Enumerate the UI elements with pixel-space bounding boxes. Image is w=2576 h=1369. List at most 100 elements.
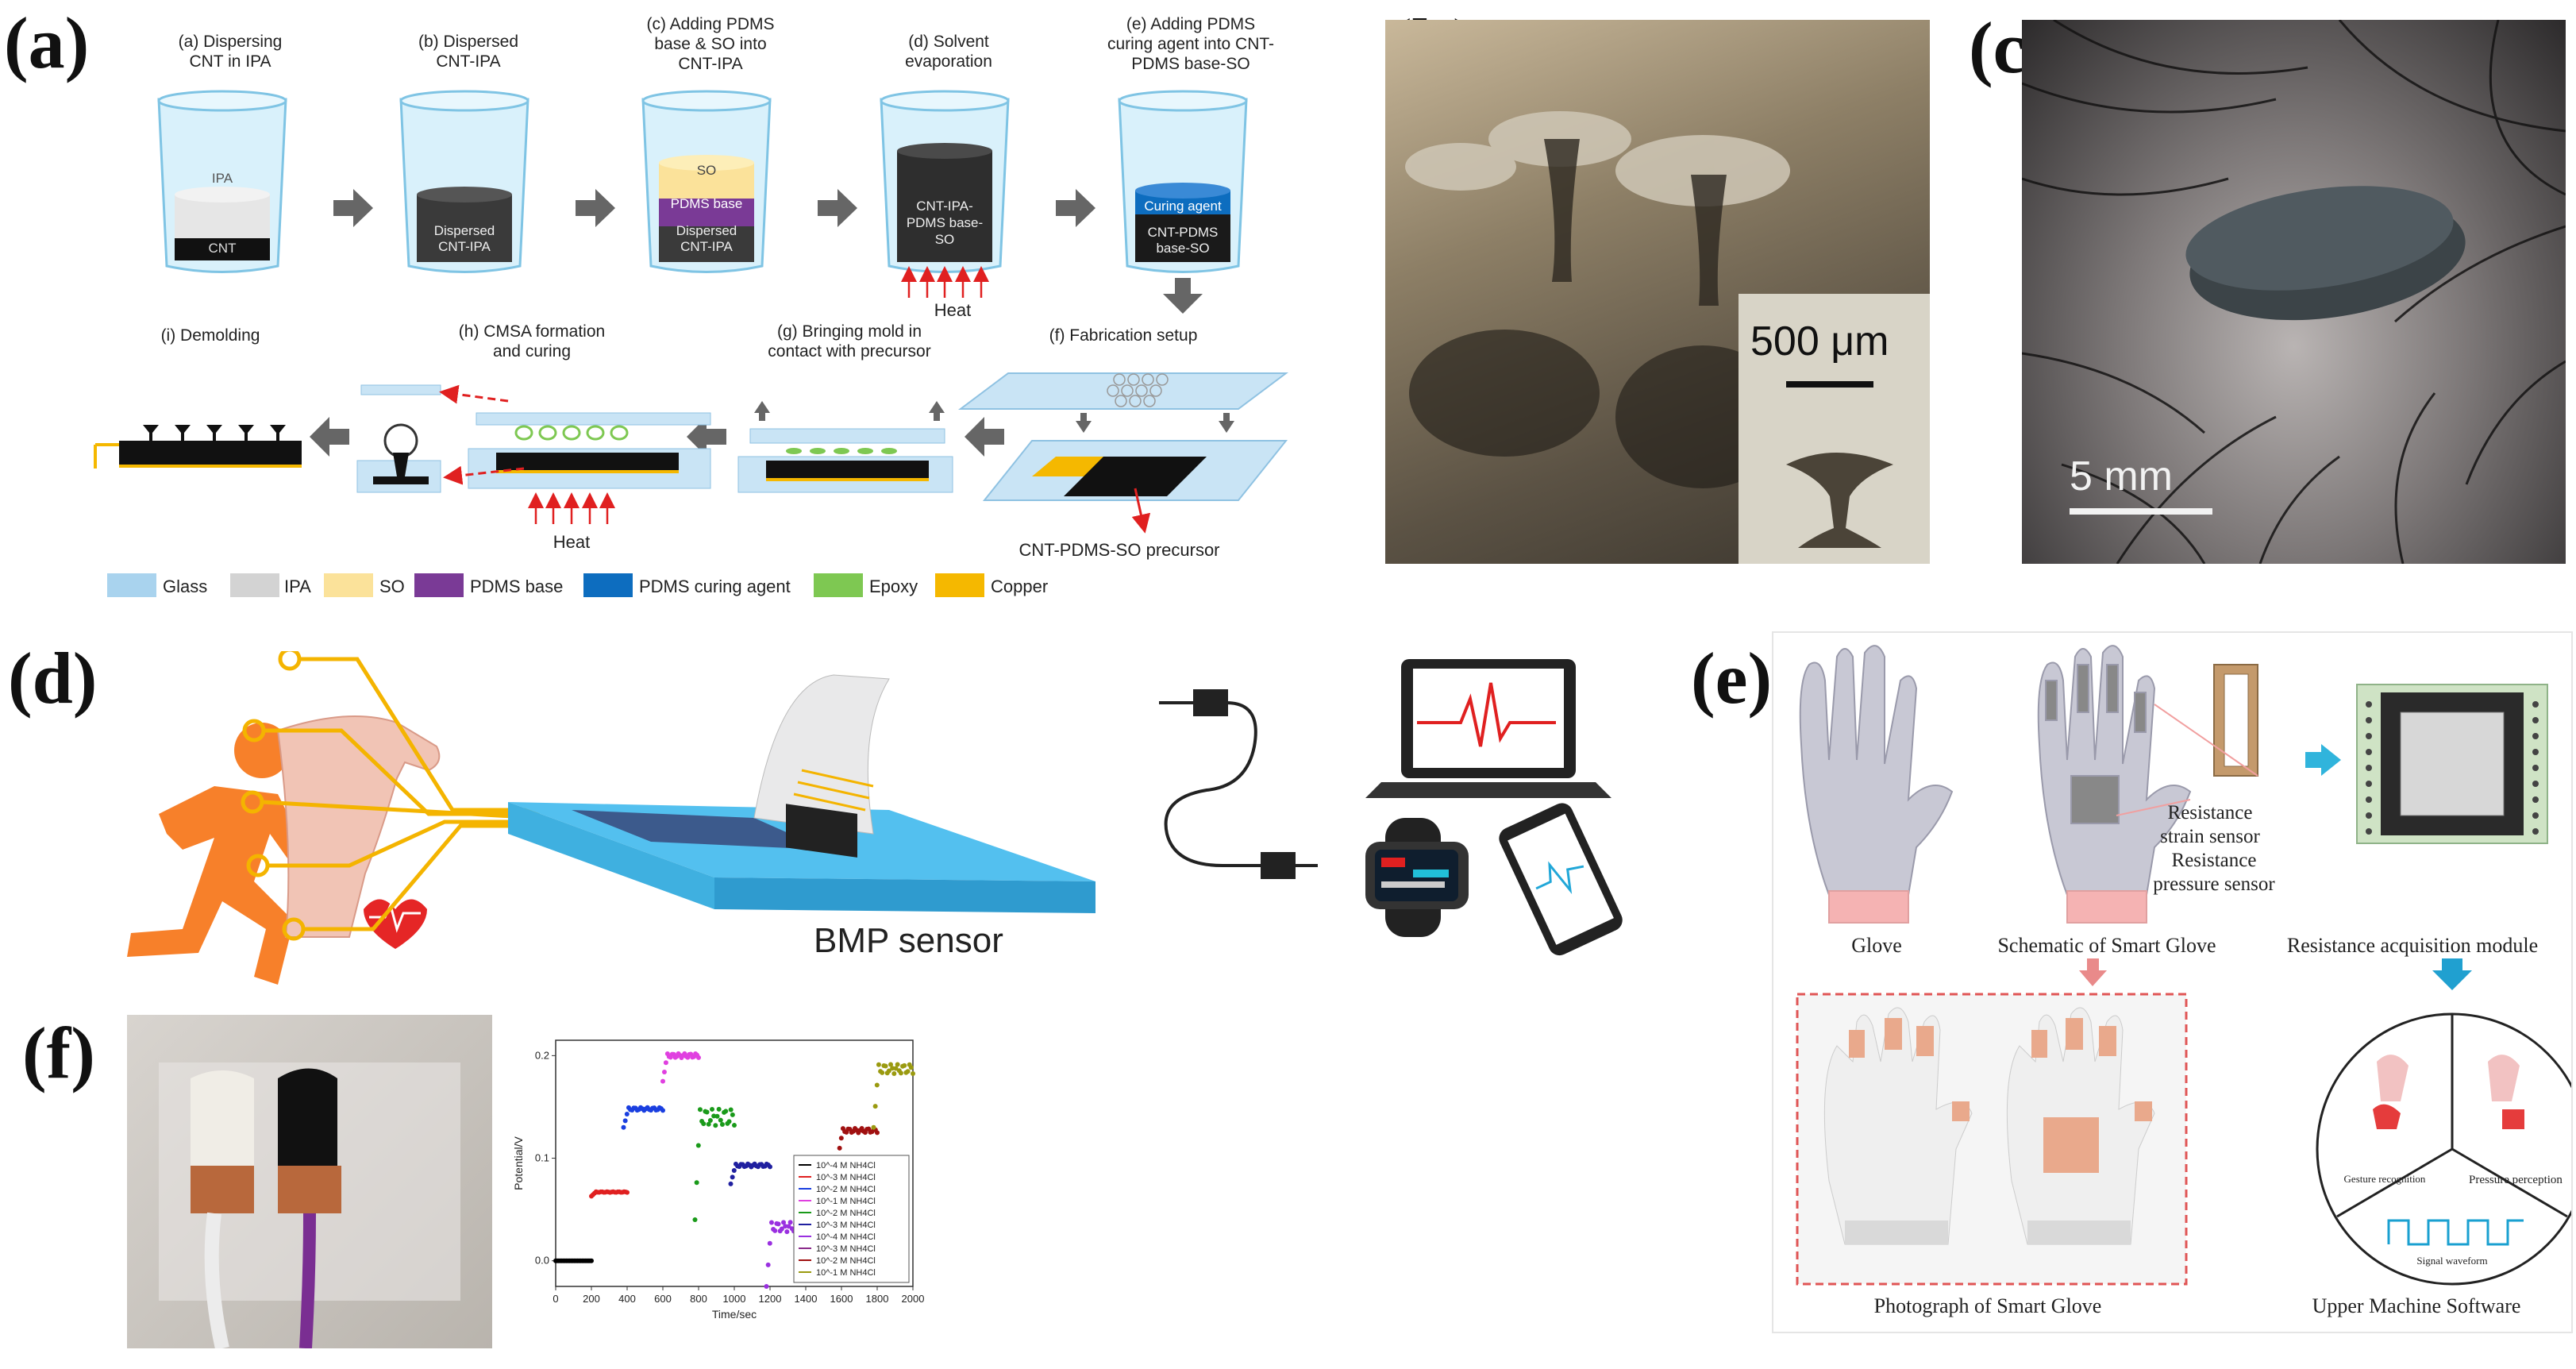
series-point [697,1107,703,1113]
series-point [779,1226,784,1232]
x-tick-label: 600 [654,1293,672,1305]
y-tick-label: 0.2 [535,1049,549,1061]
svg-text:SO: SO [697,163,717,178]
glove-label: Glove [1851,934,1902,957]
perception-label: Pressure perception [2469,1174,2563,1186]
series-point [783,1224,788,1229]
panel-d: BMP sensor [95,651,1643,1008]
smart-glove-photo [1823,1007,2155,1245]
legend-entry: 10^-1 M NH4Cl [816,1197,876,1206]
laptop-icon [1365,659,1611,798]
series-point [902,1062,907,1068]
series-point [731,1167,737,1173]
svg-text:PDMS base: PDMS base [671,196,743,211]
phone-icon [1499,803,1623,956]
series-point [905,1069,911,1074]
series-point [707,1117,713,1123]
wrist-icon [276,715,441,949]
series-point [888,1062,894,1067]
panel-a-diagram: IPA CNT Dispersed CNT-IPA SO PDMS base D… [94,90,1288,597]
legend-pdms-base: PDMS base [470,577,564,596]
series-point [663,1060,668,1066]
series-point [880,1070,885,1075]
series-point [589,1258,594,1263]
series-point [704,1109,710,1115]
step-a-caption: (a) Dispersing CNT in IPA [178,33,283,71]
legend-epoxy: Epoxy [869,577,918,596]
series-point [706,1121,711,1127]
mold-contact [737,428,953,493]
step-b-caption: (b) Dispersed CNT-IPA [418,33,519,71]
step-g-caption: (g) Bringing mold in contact with precur… [768,322,931,361]
svg-text:IPA: IPA [212,171,233,186]
series-point [837,1145,842,1151]
series-point [696,1055,701,1060]
svg-text:CNT-PDMS: CNT-PDMS [1148,225,1219,240]
legend-copper: Copper [991,577,1049,596]
svg-text:PDMS base-: PDMS base- [907,215,983,230]
legend-entry: 10^-2 M NH4Cl [816,1256,876,1266]
legend-so: SO [379,577,405,596]
panel-label-f: (f) [22,1012,95,1093]
series-point [875,1130,880,1136]
pressure-sensor-label: Resistance pressure sensor [2153,850,2275,895]
y-axis-label: Potential/V [512,1136,525,1190]
panel-c-photo: 5 mm [2022,20,2566,564]
y-tick-label: 0.0 [535,1255,549,1267]
software-diagram [2316,1012,2571,1286]
series-point [787,1220,793,1225]
beaker-a [157,90,287,273]
bmp-sensor [508,674,1095,913]
series-point [786,1224,791,1229]
series-point [719,1121,725,1127]
series-point [784,1229,790,1235]
series-point [732,1123,737,1128]
svg-text:SO: SO [935,232,955,247]
series-point [730,1174,735,1180]
x-axis-label: Time/sec [712,1308,757,1321]
svg-text:base-SO: base-SO [1156,241,1209,256]
svg-text:CNT-IPA: CNT-IPA [438,239,491,254]
fabrication-setup [958,372,1288,534]
series-point [876,1062,881,1067]
x-tick-label: 1400 [795,1293,818,1305]
heat-label-1: Heat [934,300,972,320]
series-point [726,1119,732,1124]
demolded-device [94,425,302,469]
legend-ipa: IPA [284,577,311,596]
series-point [701,1121,707,1127]
panel-label-e: (e) [1691,638,1773,719]
svg-text:CNT-IPA: CNT-IPA [680,239,733,254]
step-c-caption: (c) Adding PDMS base & SO into CNT-IPA [646,15,775,74]
panel-b-photo: 500 μm [1385,20,1930,564]
x-tick-label: 2000 [902,1293,925,1305]
beaker-e [1118,90,1248,273]
legend-entry: 10^-3 M NH4Cl [816,1244,876,1254]
series-point [660,1078,665,1084]
heat-label-2: Heat [553,532,591,552]
series-point [886,1068,891,1074]
legend-box [793,1155,910,1283]
series-point [713,1123,718,1128]
svg-text:Dispersed: Dispersed [676,223,737,238]
series-point [872,1104,878,1109]
module-label: Resistance acquisition module [2286,934,2539,957]
panel-label-a: (a) [4,2,90,83]
schematic-label: Schematic of Smart Glove [1997,934,2216,957]
series-point [710,1106,715,1112]
series-point [898,1070,903,1076]
legend-swatches [107,573,984,597]
series-point [660,1108,665,1113]
series-point [891,1071,897,1077]
acquisition-module [2356,684,2548,844]
legend-entry: 10^-2 M NH4Cl [816,1209,876,1218]
beaker-d [880,90,1010,273]
series-point [776,1221,781,1227]
legend-glass: Glass [163,577,208,596]
series-point [622,1118,628,1124]
series-point [692,1217,698,1223]
panel-a: (a) Dispersing CNT in IPA (b) Dispersed … [0,0,1365,619]
series-point [781,1220,787,1225]
